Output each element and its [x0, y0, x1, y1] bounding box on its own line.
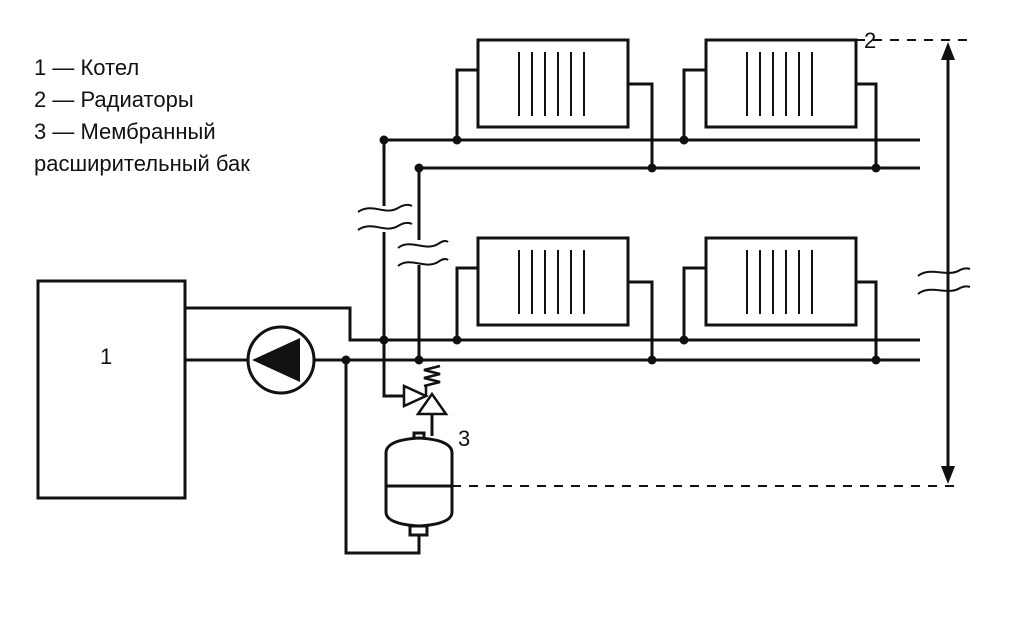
safety-valve — [402, 364, 449, 416]
boiler — [36, 279, 187, 500]
radiator-ribs-bl — [518, 250, 585, 314]
legend-item-radiators: 2 — Радиаторы — [34, 87, 194, 112]
dimension-arrow-down — [941, 466, 955, 484]
break-mark-return — [397, 239, 449, 267]
expansion-tank — [384, 436, 454, 528]
radiator-bottom-left — [476, 236, 630, 327]
radiator-number-label: 2 — [864, 28, 876, 53]
break-mark-supply — [357, 203, 413, 231]
pump-arrow — [252, 338, 300, 382]
tank-pipe — [344, 360, 421, 555]
dimension-arrow-up — [941, 42, 955, 60]
break-mark-dimension — [917, 267, 971, 295]
return-riser-upper — [417, 166, 920, 240]
legend: 1 — Котел 2 — Радиаторы 3 — Мембранный р… — [34, 52, 250, 180]
valve-pipe — [382, 340, 404, 398]
radiator-ribs-tl — [518, 52, 585, 116]
legend-item-tank-line1: 3 — Мембранный — [34, 119, 216, 144]
radiator-top-right — [704, 38, 858, 129]
radiator-bottom-right — [704, 236, 858, 327]
supply-pipe — [185, 306, 920, 342]
legend-item-tank-line2: расширительный бак — [34, 151, 250, 176]
tank-number-label: 3 — [458, 426, 470, 451]
radiator-top-left — [476, 38, 630, 129]
circulation-pump — [246, 325, 316, 395]
radiator-ribs-br — [746, 250, 813, 314]
boiler-number-label: 1 — [100, 344, 112, 369]
legend-item-boiler: 1 — Котел — [34, 55, 140, 80]
radiator-ribs-tr — [746, 52, 813, 116]
